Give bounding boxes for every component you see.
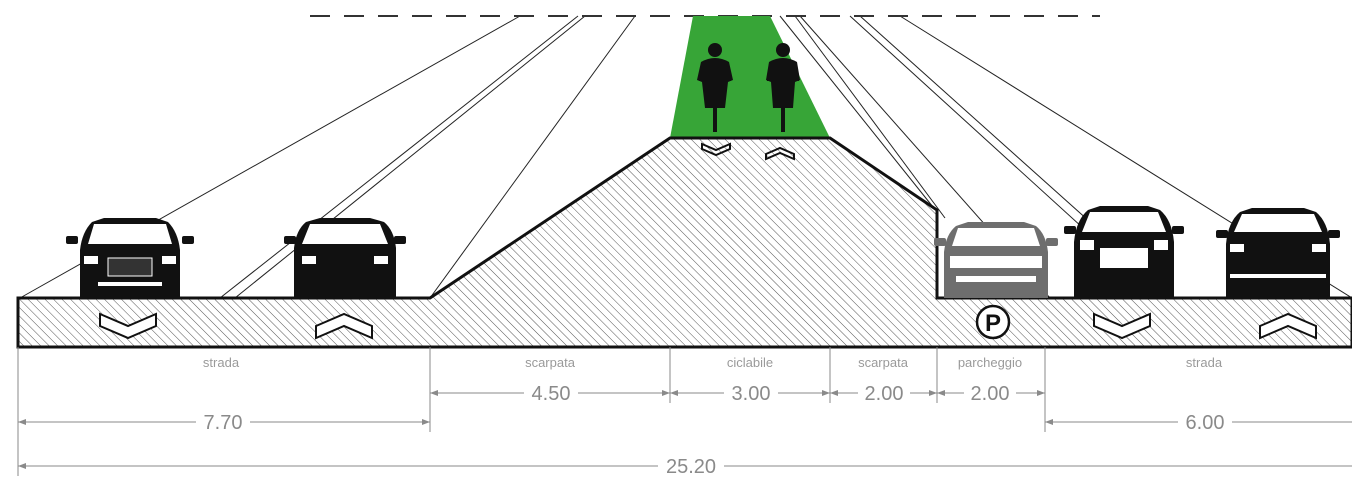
dim-scarpata-left: 4.50: [532, 383, 571, 405]
dim-strada-left: 7.70: [204, 412, 243, 434]
label-parcheggio: parcheggio: [958, 355, 1022, 370]
car-front-icon: [66, 218, 194, 298]
car-rear-icon: [284, 218, 406, 298]
parking-icon: P: [975, 304, 1011, 340]
label-strada-right: strada: [1186, 355, 1223, 370]
dim-scarpata-right: 2.00: [865, 383, 904, 405]
direction-chevron-icon: [701, 142, 795, 161]
section-body: [16, 136, 1352, 349]
cyclist-icon: [697, 43, 733, 132]
svg-text:P: P: [985, 310, 1001, 337]
label-scarpata-left: scarpata: [525, 355, 576, 370]
car-front-icon: [1064, 206, 1184, 298]
label-scarpata-right: scarpata: [858, 355, 909, 370]
dimension-arrows: [18, 390, 1053, 469]
dim-parcheggio: 2.00: [971, 383, 1010, 405]
label-ciclabile: ciclabile: [727, 355, 773, 370]
dim-strada-right: 6.00: [1186, 412, 1225, 434]
dim-total: 25.20: [666, 456, 716, 478]
bike-lane-surface: [670, 16, 830, 138]
cyclist-icon: [766, 43, 800, 132]
car-rear-icon: [1216, 208, 1340, 298]
dim-ciclabile: 3.00: [732, 383, 771, 405]
dimension-lines: [17, 347, 1352, 476]
car-front-icon: [934, 222, 1058, 298]
label-strada-left: strada: [203, 355, 240, 370]
direction-chevron-icon: [99, 312, 1317, 340]
